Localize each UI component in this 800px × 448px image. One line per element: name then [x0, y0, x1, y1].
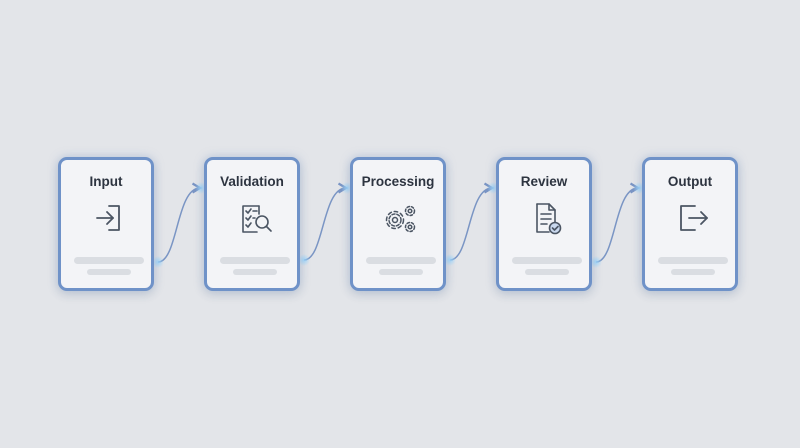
connector-2 — [298, 182, 353, 266]
logout-arrow-icon — [673, 198, 713, 238]
connector-1 — [152, 182, 207, 268]
placeholder-line — [74, 257, 144, 264]
placeholder-line — [233, 269, 277, 275]
gears-icon — [381, 198, 421, 238]
step-title: Processing — [361, 174, 435, 189]
step-card-output[interactable]: Output — [642, 157, 738, 291]
placeholder-line — [220, 257, 290, 264]
placeholder-line — [379, 269, 423, 275]
step-card-review[interactable]: Review — [496, 157, 592, 291]
document-check-icon — [527, 198, 567, 238]
login-arrow-icon — [89, 198, 129, 238]
placeholder-line — [87, 269, 131, 275]
placeholder-line — [512, 257, 582, 264]
step-card-validation[interactable]: Validation — [204, 157, 300, 291]
step-title: Review — [520, 174, 568, 189]
step-title: Validation — [220, 174, 284, 189]
connector-4 — [590, 182, 645, 268]
checklist-search-icon — [235, 198, 275, 238]
step-title: Output — [667, 174, 713, 189]
placeholder-line — [525, 269, 569, 275]
step-card-input[interactable]: Input — [58, 157, 154, 291]
placeholder-line — [671, 269, 715, 275]
placeholder-line — [658, 257, 728, 264]
step-title: Input — [89, 174, 123, 189]
step-card-processing[interactable]: Processing — [350, 157, 446, 291]
placeholder-line — [366, 257, 436, 264]
connector-3 — [444, 182, 499, 266]
